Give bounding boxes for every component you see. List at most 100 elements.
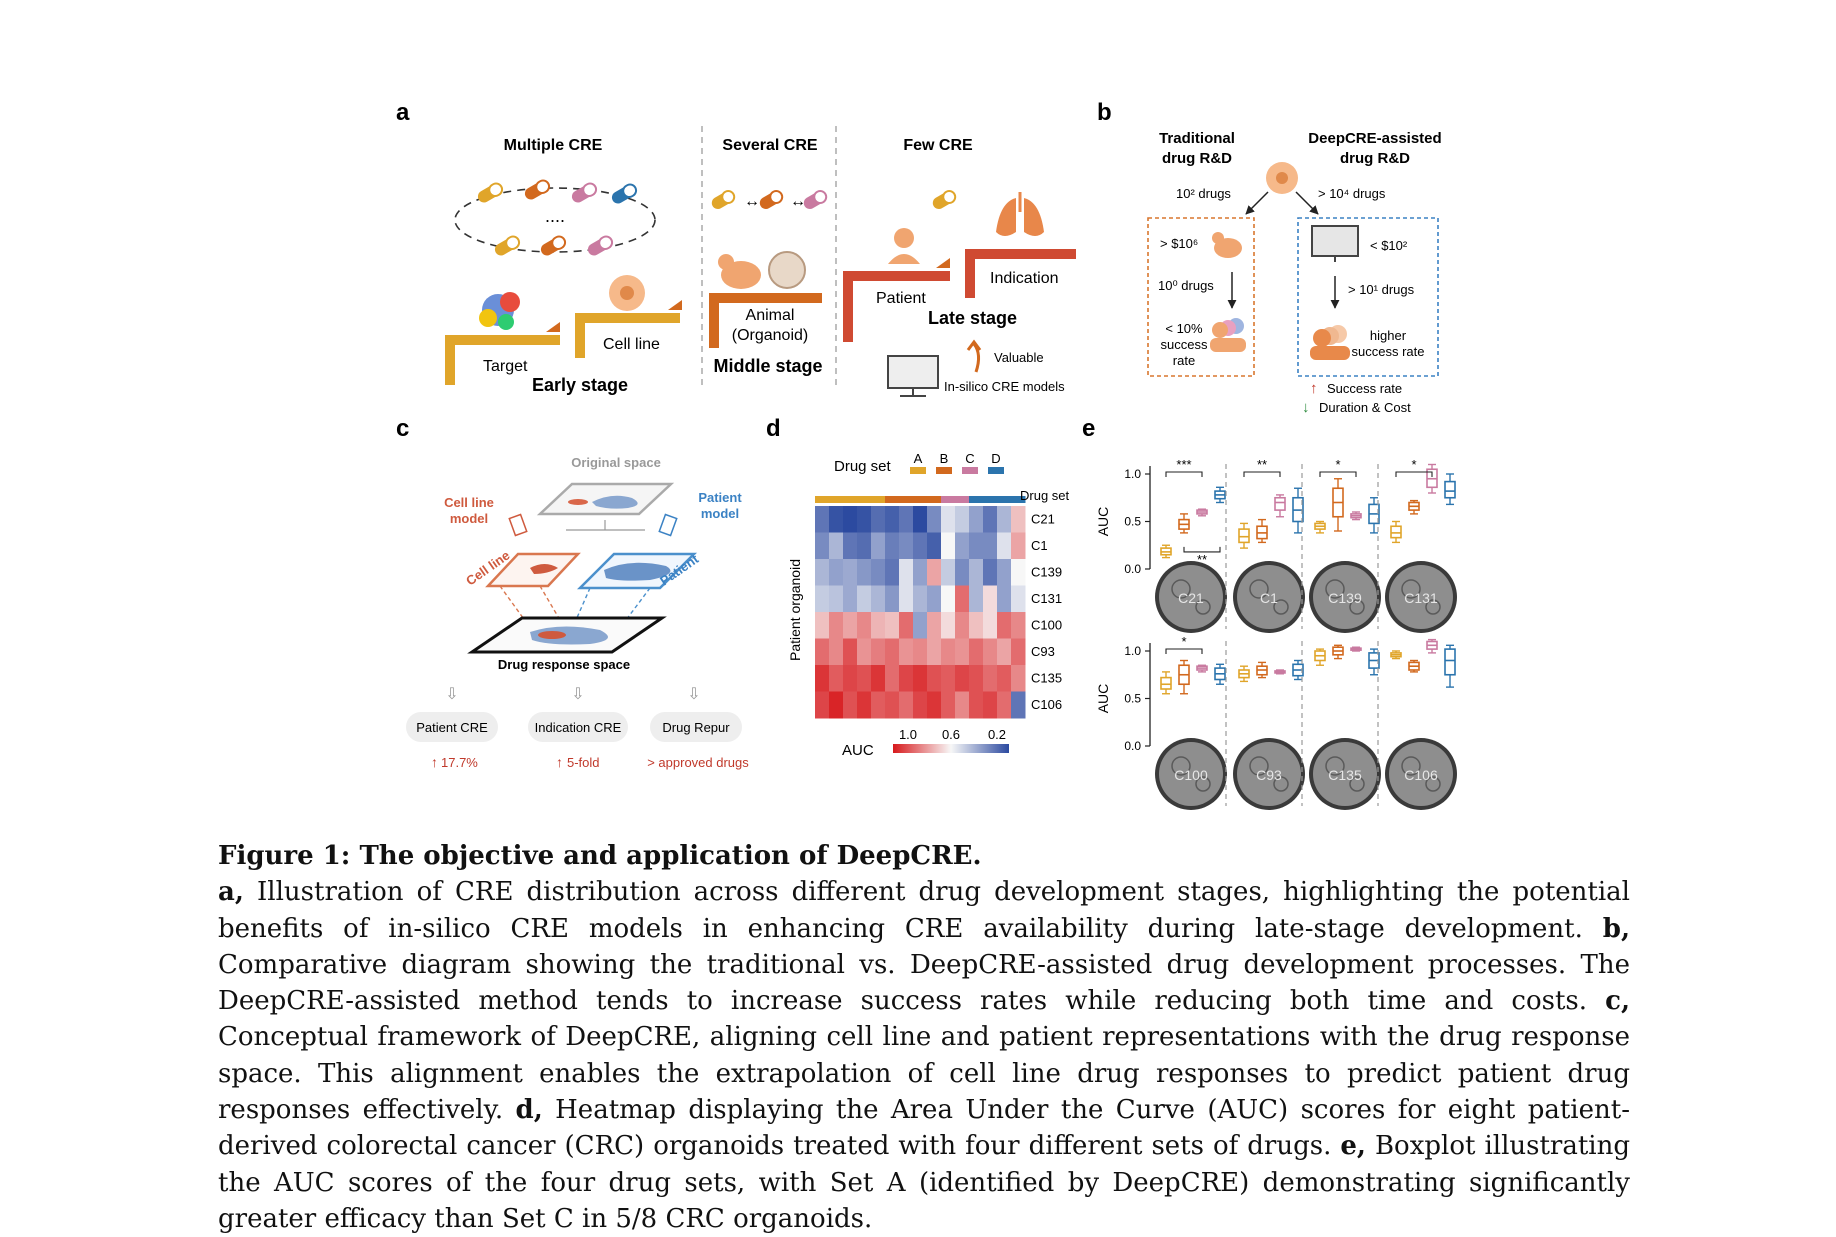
panel-b: b Traditional drug R&D DeepCRE-assisted …: [1097, 99, 1442, 416]
heatmap-cell: [955, 506, 970, 533]
projector-icon: [658, 513, 678, 537]
heatmap-cell: [857, 506, 872, 533]
traditional-title-1: Traditional: [1159, 130, 1235, 147]
y-tick-label: 0.0: [1124, 739, 1141, 753]
heatmap-cell: [997, 506, 1012, 533]
middle-stage-step: [709, 293, 822, 348]
sig-bracket: [1183, 546, 1221, 553]
up-arrow-icon: ↑: [1310, 380, 1318, 397]
heatmap-cell: [871, 691, 886, 719]
down-arrow-icon: ↓: [1302, 399, 1310, 416]
heatmap-cell: [997, 691, 1012, 719]
row-label: C100: [1031, 617, 1062, 632]
heatmap-cell: [955, 559, 970, 586]
patient-icon: [888, 228, 920, 264]
caption-title: Figure 1: The objective and application …: [218, 841, 982, 871]
heatmap-cell: [997, 638, 1012, 666]
drug-repur-pill: [650, 712, 742, 742]
heatmap-cell: [983, 612, 998, 639]
heatmap-cell: [857, 691, 872, 719]
heatmap-cell: [899, 691, 914, 719]
box-body: [1444, 480, 1456, 499]
cell-icon: [609, 275, 645, 311]
caption-text-e: Boxplot illustrating the AUC scores of t…: [218, 1131, 1631, 1234]
heatmap-cell: [941, 532, 956, 560]
drug-set-letter: C: [965, 451, 974, 466]
cell-line-model-2: model: [450, 511, 488, 526]
heatmap-cell: [843, 691, 858, 719]
patient-cre-gain: 17.7%: [441, 755, 478, 770]
caption-text-d: Heatmap displaying the Area Under the Cu…: [218, 1095, 1630, 1162]
legend-success: Success rate: [1327, 381, 1402, 396]
organoid-blob: [1273, 599, 1289, 615]
left-rate-2: success: [1161, 337, 1208, 352]
left-rate-1: < 10%: [1165, 321, 1203, 336]
row-label: C93: [1031, 644, 1055, 659]
box-body: [1390, 525, 1402, 539]
column-group-bar: [941, 496, 956, 503]
column-group-bar: [871, 496, 886, 503]
heatmap-cell: [997, 559, 1012, 586]
row-label: C131: [1031, 591, 1062, 606]
early-stage-steps: [445, 335, 560, 385]
heatmap-cell: [983, 691, 998, 719]
panel-c: c Original space Cell line model Patient…: [396, 415, 749, 770]
row-axis-label: Patient organoid: [787, 559, 803, 661]
early-stage-label: Early stage: [532, 375, 628, 395]
figure-1: a Multiple CRE Several CRE Few CRE ....: [396, 99, 1457, 810]
heatmap-cell: [1011, 638, 1026, 666]
sig-stars: *: [1181, 634, 1186, 649]
original-space-label: Original space: [571, 455, 661, 470]
heatmap-cell: [843, 532, 858, 560]
heatmap-cell: [843, 638, 858, 666]
heatmap-cell: [899, 612, 914, 639]
heatmap-cell: [871, 612, 886, 639]
heatmap-cell: [829, 665, 844, 692]
sig-stars: ***: [1176, 457, 1191, 472]
heatmap-cell: [815, 612, 830, 639]
lungs-icon: [996, 192, 1044, 236]
organoid-blob: [1249, 756, 1269, 776]
drug-set-swatch: [910, 467, 926, 474]
column-group-bar: [1011, 496, 1026, 503]
colorbar-tick: 0.2: [988, 727, 1006, 742]
y-tick-label: 1.0: [1124, 644, 1141, 658]
heatmap-cell: [997, 612, 1012, 639]
heatmap-cell: [899, 585, 914, 613]
pill-cycle: [454, 187, 656, 253]
organoid-label: C1: [1260, 590, 1278, 606]
organoid-blob: [1325, 579, 1345, 599]
column-group-bar: [885, 496, 900, 503]
heatmap-cell: [955, 691, 970, 719]
svg-text:⇩: ⇩: [571, 686, 584, 703]
drug-repur-gain: > approved drugs: [647, 755, 749, 770]
column-group-bar: [955, 496, 970, 503]
panel-a-label: a: [396, 99, 410, 126]
heatmap-cell: [913, 691, 928, 719]
heatmap-cell: [871, 532, 886, 560]
colorbar-tick: 1.0: [899, 727, 917, 742]
heatmap-cell: [829, 506, 844, 533]
deepcre-box: [1297, 217, 1439, 377]
caption-body: a, Illustration of CRE distribution acro…: [218, 874, 1630, 1237]
column-group-bar: [899, 496, 914, 503]
y-axis-label: AUC: [1095, 507, 1111, 537]
boxplots: 1.00.50.0AUC*****C21**C1*C139*C1311.00.5…: [1095, 457, 1457, 810]
heatmap-cell: [1011, 559, 1026, 586]
heatmap-cell: [927, 612, 942, 639]
panel-d-label: d: [766, 415, 781, 442]
heatmap-cell: [969, 585, 984, 613]
indication-label: Indication: [990, 270, 1059, 287]
heatmap-cell: [997, 585, 1012, 613]
multiple-cre-title: Multiple CRE: [504, 137, 603, 154]
organoid-blob: [1273, 776, 1289, 792]
sig-bracket: [1165, 648, 1203, 654]
colorbar: [893, 744, 1009, 753]
heatmap-cell: [857, 585, 872, 613]
heatmap-cell: [885, 665, 900, 692]
heatmap-cell: [829, 638, 844, 666]
left-drugs-label: 10² drugs: [1176, 186, 1231, 201]
deepcre-title-1: DeepCRE-assisted: [1308, 130, 1441, 147]
organoid-label: C100: [1174, 767, 1208, 783]
sig-bracket: [1395, 471, 1433, 477]
